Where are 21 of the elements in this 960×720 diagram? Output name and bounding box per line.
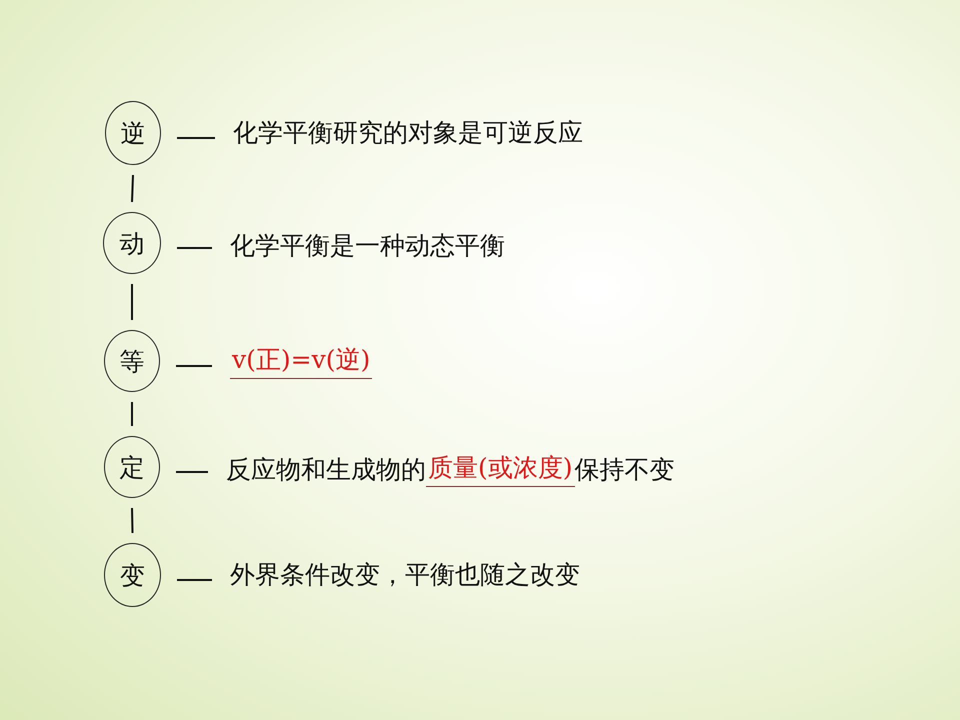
dash-line bbox=[177, 137, 215, 139]
dash-line bbox=[176, 471, 208, 473]
connector-line bbox=[131, 174, 134, 202]
keyword-circle: 定 bbox=[104, 436, 160, 498]
connector-line bbox=[131, 508, 134, 534]
dash-line bbox=[176, 365, 212, 367]
keyword-circle: 动 bbox=[103, 212, 161, 274]
statement-text: 外界条件改变，平衡也随之改变 bbox=[212, 557, 642, 591]
connector-line bbox=[131, 284, 133, 320]
keyword-circle: 变 bbox=[104, 543, 161, 607]
keyword-circle: 等 bbox=[104, 330, 160, 392]
dash-line bbox=[177, 247, 212, 249]
statement-text: 保持不变 bbox=[574, 454, 675, 486]
answer-blank: v(正)=v(逆) bbox=[230, 343, 372, 379]
answer-blank: 质量(或浓度) bbox=[426, 451, 575, 487]
keyword-circle: 逆 bbox=[105, 101, 161, 165]
statement-text: 化学平衡是一种动态平衡 bbox=[212, 228, 557, 262]
connector-line bbox=[131, 402, 133, 426]
dash-line bbox=[177, 579, 212, 581]
statement-text: 反应物和生成物的 bbox=[226, 454, 426, 486]
statement-text: 化学平衡研究的对象是可逆反应 bbox=[215, 115, 645, 149]
